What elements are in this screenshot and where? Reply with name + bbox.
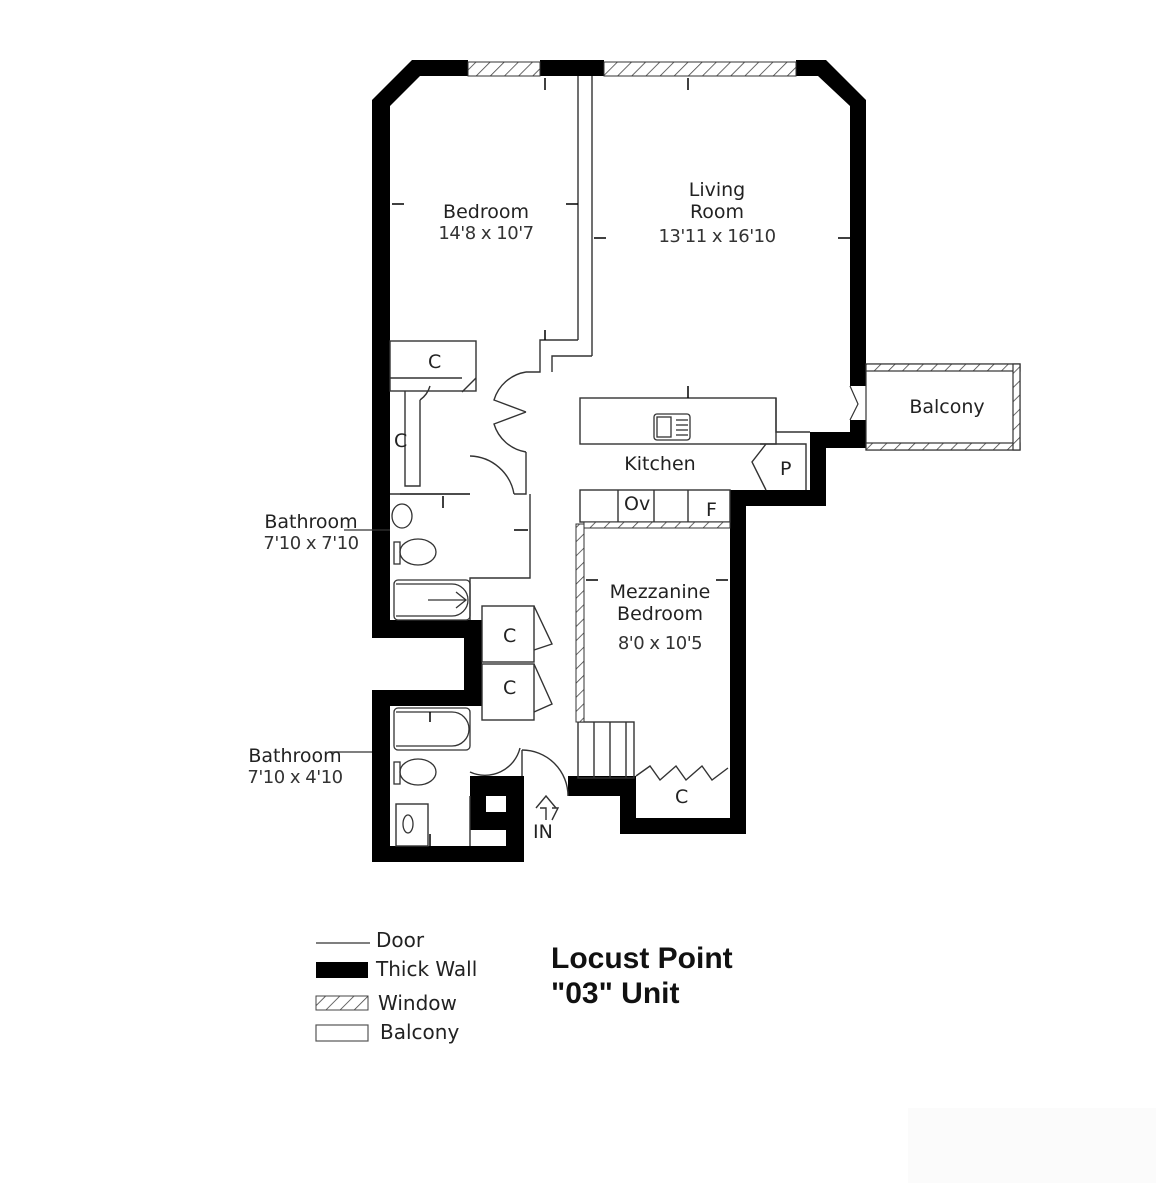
thick-wall-icon — [316, 962, 368, 978]
bedroom-label: Bedroom 14'8 x 10'7 — [428, 201, 544, 245]
room-name-line1: Living — [688, 179, 746, 201]
toilet-icon — [399, 758, 437, 786]
legend-item-balcony: Balcony — [314, 1020, 459, 1044]
mezzanine-rail — [575, 521, 731, 723]
oven-label: Ov — [624, 493, 651, 515]
balcony-structure — [849, 363, 1021, 451]
dimension-ticks — [392, 78, 850, 846]
pantry-label: P — [780, 458, 792, 480]
closet-label: C — [428, 351, 442, 373]
plan-title-line2: "03" Unit — [551, 977, 680, 1010]
door-line-icon — [316, 942, 370, 944]
sink-icon — [653, 413, 691, 441]
room-name-line2: Bedroom — [617, 602, 703, 625]
closet-label: C — [503, 677, 517, 699]
room-name: Bathroom — [264, 511, 358, 533]
windows — [467, 61, 797, 77]
bathtub-icon — [393, 579, 471, 621]
balcony-outline-icon — [315, 1024, 369, 1042]
room-name: Bathroom — [248, 745, 342, 767]
entrance-label: IN — [533, 821, 553, 843]
door-swings — [419, 371, 569, 797]
legend-item-thick-wall: Thick Wall — [314, 957, 477, 981]
room-dimensions: 7'10 x 7'10 — [263, 532, 359, 554]
room-name: Bedroom — [443, 201, 529, 223]
bathtub-icon — [393, 707, 471, 751]
fridge-label: F — [706, 499, 717, 521]
room-name-line2: Room — [689, 200, 745, 223]
legend-item-window: Window — [314, 991, 457, 1015]
room-dimensions: 13'11 x 16'10 — [658, 225, 776, 247]
corner-watermark-area — [908, 1108, 1156, 1183]
room-dimensions: 14'8 x 10'7 — [438, 222, 534, 244]
basin-icon — [391, 503, 413, 529]
thick-walls — [372, 60, 866, 862]
plan-title-line1: Locust Point — [551, 942, 733, 975]
legend-label: Thick Wall — [376, 957, 478, 981]
basin-icon — [402, 814, 414, 834]
toilet-icon — [399, 538, 437, 566]
entrance-arrow-icon — [535, 794, 560, 821]
plan-title: Locust Point "03" Unit — [551, 941, 733, 1011]
balcony-label: Balcony — [909, 396, 985, 418]
bathroom-2-label: Bathroom 7'10 x 4'10 — [240, 745, 350, 789]
room-name-line1: Mezzanine — [609, 581, 711, 603]
closet-label: C — [675, 786, 689, 808]
window-hatch-icon — [315, 995, 369, 1011]
legend-label: Door — [376, 928, 425, 952]
interior-walls — [389, 76, 810, 847]
fixtures — [391, 413, 691, 834]
bathroom-1-label: Bathroom 7'10 x 7'10 — [256, 511, 366, 555]
closet-label: C — [394, 430, 408, 452]
room-dimensions: 8'0 x 10'5 — [617, 632, 703, 654]
kitchen-label: Kitchen — [624, 453, 696, 475]
living-room-label: Living Room 13'11 x 16'10 — [650, 179, 784, 247]
legend-label: Window — [378, 991, 457, 1015]
closet-label: C — [503, 625, 517, 647]
mezzanine-bedroom-label: Mezzanine Bedroom 8'0 x 10'5 — [596, 581, 724, 654]
legend-label: Balcony — [380, 1020, 460, 1044]
legend-item-door: Door — [314, 928, 424, 952]
room-dimensions: 7'10 x 4'10 — [247, 766, 343, 788]
